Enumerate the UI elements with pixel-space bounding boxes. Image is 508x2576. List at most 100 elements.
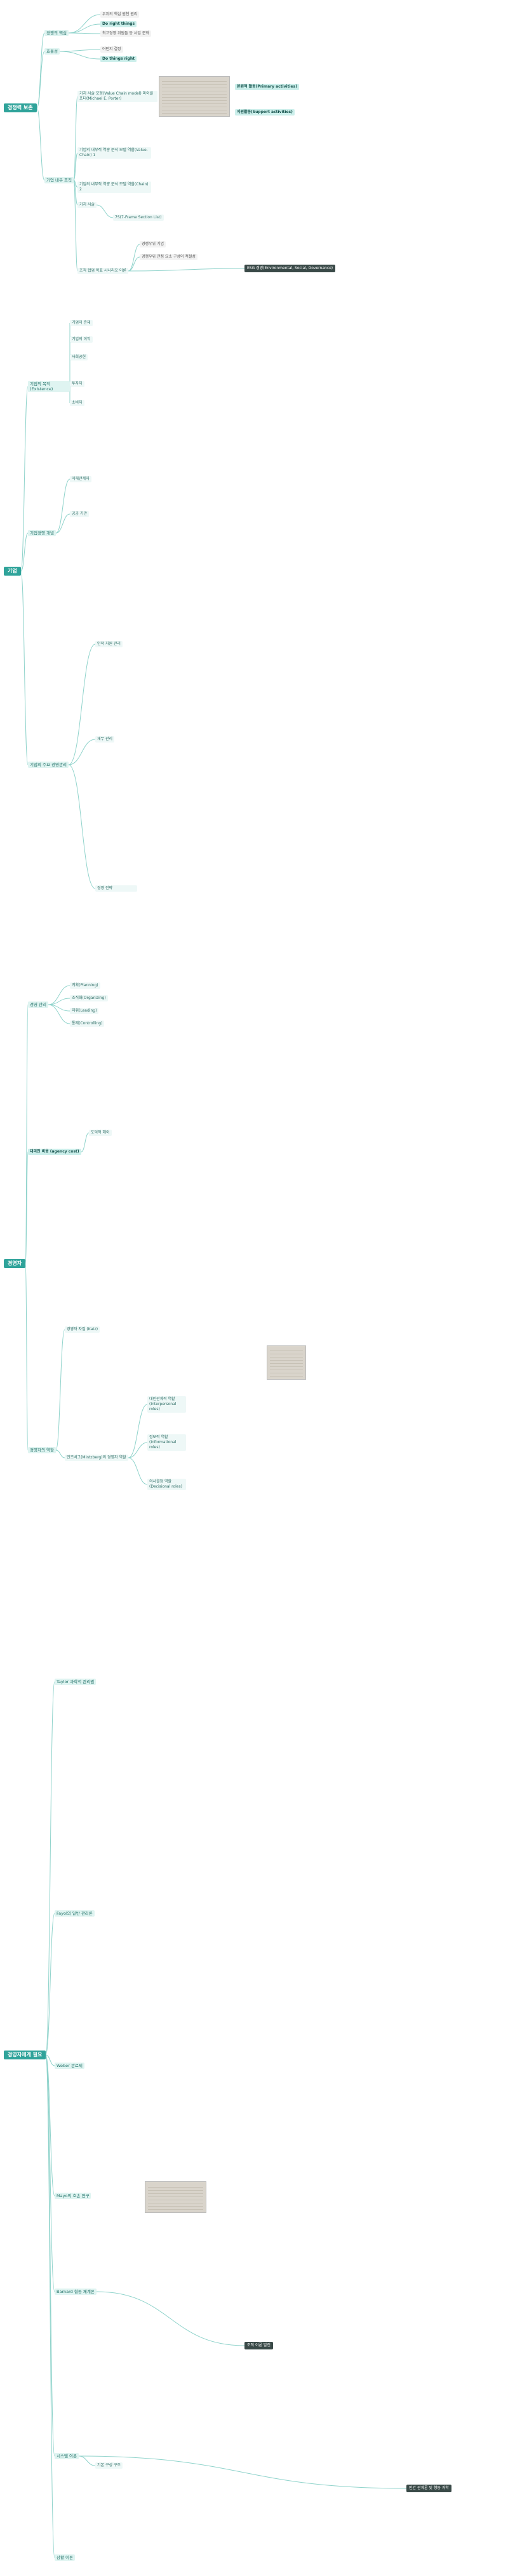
s3-e[interactable]: 통제(Controlling) bbox=[70, 1020, 105, 1027]
connector-25 bbox=[55, 479, 70, 534]
connector-37 bbox=[81, 1132, 90, 1153]
s2-b1[interactable]: 이해관계자 bbox=[70, 476, 91, 482]
s1-h[interactable]: 경쟁우위 기업 bbox=[140, 241, 166, 248]
s4-barnard[interactable]: Barnard 협동 체계론 bbox=[55, 2289, 97, 2295]
connector-47 bbox=[45, 2054, 55, 2292]
s1-eff-2[interactable]: Do things right bbox=[100, 56, 137, 62]
s2-a4[interactable]: 투자자 bbox=[70, 381, 84, 387]
connector-15 bbox=[128, 256, 140, 272]
s3-m[interactable]: 의사결정 역할 (Decisional roles) bbox=[147, 1479, 186, 1490]
connector-41 bbox=[128, 1442, 148, 1458]
s1-core[interactable]: 경쟁의 핵심 bbox=[44, 30, 69, 36]
s3-d[interactable]: 지휘(Leading) bbox=[70, 1008, 99, 1014]
connector-46 bbox=[45, 2054, 55, 2196]
s4-mayo[interactable]: Mayo의 호손 연구 bbox=[55, 2193, 91, 2199]
s4-contingency[interactable]: 상황 이론 bbox=[55, 2554, 75, 2561]
s3-b[interactable]: 계획(Planning) bbox=[70, 982, 100, 989]
connector-19 bbox=[20, 571, 29, 765]
connector-16 bbox=[128, 268, 245, 272]
s2-c1[interactable]: 인적 자원 관리 bbox=[95, 641, 123, 647]
connector-34 bbox=[48, 998, 70, 1005]
value-chain-image bbox=[159, 76, 230, 117]
connector-28 bbox=[68, 739, 96, 765]
s3-katz[interactable]: 경영자 자질 (Katz) bbox=[65, 1326, 100, 1333]
s1-value-chain-model[interactable]: 가치 사슬 모형(Value Chain model) 마이클 포터(Micha… bbox=[77, 91, 157, 102]
connector-7 bbox=[59, 51, 101, 60]
s1-primary[interactable]: 본원적 활동(Primary activities) bbox=[235, 84, 299, 90]
connector-50 bbox=[78, 2455, 96, 2466]
s2-mgmt[interactable]: 기업의 주요 경영관리 bbox=[28, 762, 69, 768]
s4-taylor[interactable]: Taylor 과학적 관리법 bbox=[55, 1679, 97, 1685]
connector-44 bbox=[45, 1913, 55, 2056]
s4-system[interactable]: 시스템 이론 bbox=[55, 2453, 79, 2459]
s2-c2[interactable]: 재무 관리 bbox=[95, 736, 114, 743]
s2-a2[interactable]: 기업의 이익 bbox=[70, 336, 93, 343]
s2-purpose[interactable]: 기업의 목적 (Existence) bbox=[28, 381, 70, 392]
root-company[interactable]: 기업 bbox=[4, 567, 21, 576]
connector-4 bbox=[68, 23, 101, 34]
s4-fayol[interactable]: Fayol의 일반 관리론 bbox=[55, 1910, 95, 1917]
s1-core-3[interactable]: 최고경영 위원들 등 사업 분화 bbox=[100, 30, 151, 37]
connector-31 bbox=[25, 1151, 29, 1264]
connector-45 bbox=[45, 2054, 55, 2066]
connector-39 bbox=[55, 1450, 65, 1458]
s3-l[interactable]: 정보적 역할 (Informational roles) bbox=[147, 1434, 186, 1451]
tag-human-relations[interactable]: 인간 관계론 및 행동 과학 bbox=[406, 2485, 451, 2492]
s1-chain[interactable]: 가치 사슬 bbox=[77, 202, 97, 208]
s1-core-2[interactable]: Do right things bbox=[100, 21, 137, 27]
s3-g[interactable]: 도덕적 해이 bbox=[89, 1130, 112, 1136]
s1-i[interactable]: 경쟁우위 관점 요소 구성의 적절성 bbox=[140, 254, 197, 260]
connector-1 bbox=[36, 51, 45, 109]
connector-26 bbox=[55, 513, 70, 534]
s1-vc1[interactable]: 기업의 내부적 역량 분석 모델 역할(Value-Chain) 1 bbox=[77, 147, 151, 159]
s4-h[interactable]: 기본 구성 구조 bbox=[95, 2462, 123, 2469]
manager-image bbox=[267, 1345, 306, 1380]
connector-5 bbox=[68, 32, 101, 34]
connector-2 bbox=[36, 107, 45, 181]
s1-core-1[interactable]: 우위의 핵심 원천 원리 bbox=[100, 11, 140, 18]
s2-concept[interactable]: 기업경영 개념 bbox=[28, 530, 56, 536]
s2-a5[interactable]: 소비자 bbox=[70, 400, 84, 406]
connector-49 bbox=[45, 2054, 55, 2558]
s3-mintzberg[interactable]: 민츠버그(Mintzberg)의 경영자 역할 bbox=[65, 1455, 128, 1461]
s2-a3[interactable]: 사회공헌 bbox=[70, 354, 88, 360]
s1-eff-1[interactable]: 어떤지 결정 bbox=[100, 46, 123, 53]
s1-vc2[interactable]: 기업의 내부적 역량 분석 모델 역할(Chain) 2 bbox=[77, 182, 151, 193]
connector-11 bbox=[73, 180, 78, 206]
connector-6 bbox=[59, 49, 101, 52]
connector-38 bbox=[55, 1329, 65, 1451]
s3-c[interactable]: 조직화(Organizing) bbox=[70, 995, 108, 1001]
connector-8 bbox=[73, 96, 78, 181]
tag-org-theory[interactable]: 조직 이론 발전 bbox=[244, 2342, 273, 2349]
s1-support[interactable]: 지원활동(Support activities) bbox=[235, 109, 295, 116]
root-competitive-preserve[interactable]: 경쟁력 보존 bbox=[4, 103, 37, 112]
connector-36 bbox=[48, 1004, 70, 1024]
connector-40 bbox=[128, 1404, 148, 1458]
connector-12 bbox=[73, 180, 78, 272]
connector-0 bbox=[36, 32, 45, 109]
s4-weber[interactable]: Weber 관료제 bbox=[55, 2063, 84, 2069]
root-manager[interactable]: 경영자 bbox=[4, 1259, 26, 1268]
s2-a1[interactable]: 기업의 존재 bbox=[70, 320, 93, 326]
connector-32 bbox=[25, 1263, 29, 1451]
s2-b2[interactable]: 공공 기관 bbox=[70, 511, 89, 517]
connector-52 bbox=[96, 2291, 245, 2346]
connector-48 bbox=[45, 2054, 55, 2457]
root-manager-needs[interactable]: 경영자에게 필요 bbox=[4, 2051, 46, 2059]
connector-17 bbox=[20, 386, 29, 572]
s3-mgmt[interactable]: 경영 관리 bbox=[28, 1001, 48, 1008]
s3-agency[interactable]: 대리인 비용 (agency cost) bbox=[28, 1149, 81, 1155]
s1-org[interactable]: 기업 내부 조직 bbox=[44, 177, 74, 183]
s1-esg[interactable]: ESG 경영(Environmental, Social, Governance… bbox=[244, 265, 336, 272]
s2-c3[interactable]: 경영 전략 bbox=[95, 885, 137, 892]
s3-k[interactable]: 대인관계적 역할 (Interpersonal roles) bbox=[147, 1396, 186, 1413]
s3-role[interactable]: 경영자의 역할 bbox=[28, 1447, 56, 1453]
connector-9 bbox=[73, 152, 78, 181]
s1-theory[interactable]: 조직 협업 목표 시나리오 이론 bbox=[77, 268, 128, 274]
s1-7s[interactable]: 7S(7-Frame Section List) bbox=[113, 215, 164, 221]
connector-27 bbox=[68, 644, 96, 765]
connector-18 bbox=[20, 532, 29, 572]
connector-29 bbox=[68, 764, 96, 889]
connector-42 bbox=[128, 1457, 148, 1485]
s1-efficiency[interactable]: 효율성 bbox=[44, 48, 60, 55]
